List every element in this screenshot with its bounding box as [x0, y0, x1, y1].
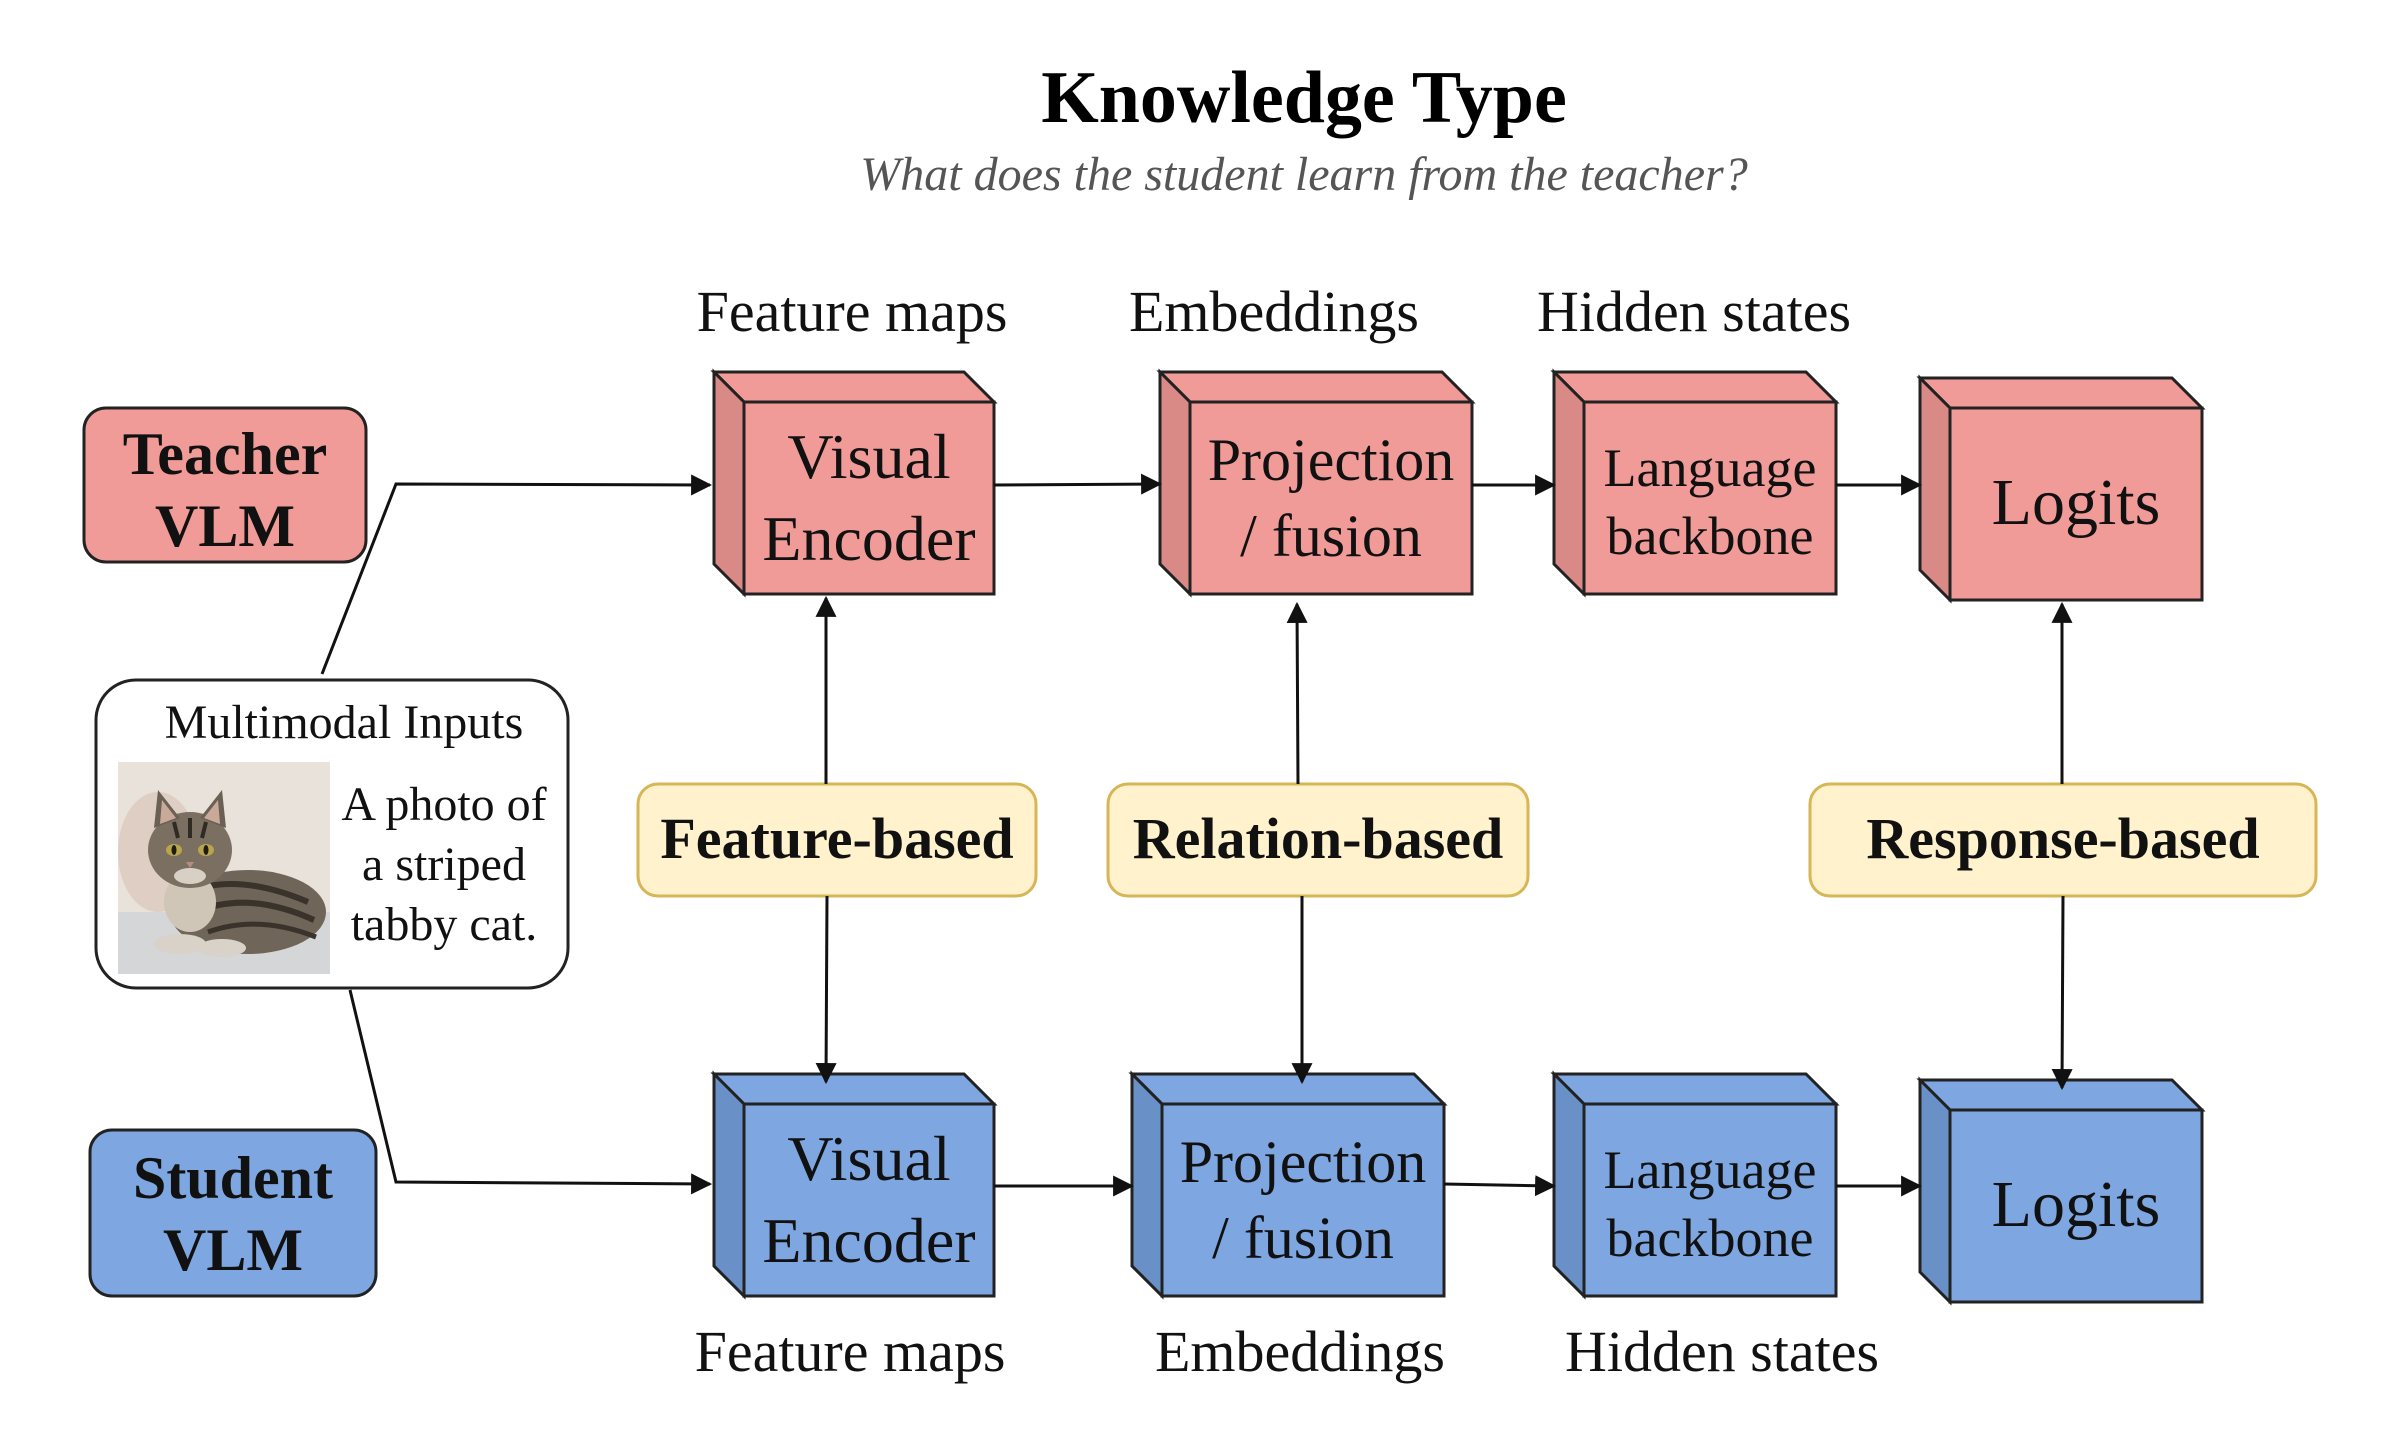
- relation-to-teacher-projection-arrow: [1286, 601, 1308, 785]
- student-encoder-line1: Visual: [787, 1123, 950, 1194]
- feature-based-badge: Feature-based: [636, 782, 1038, 898]
- teacher-label-line2: VLM: [155, 493, 295, 559]
- inputs-caption-line3: tabby cat.: [351, 898, 538, 951]
- diagram-subtitle: What does the student learn from the tea…: [860, 148, 1747, 201]
- student-logits-label: Logits: [1992, 1168, 2161, 1241]
- student-backbone-line2: backbone: [1607, 1208, 1814, 1268]
- student-vlm-label: Student VLM: [88, 1128, 378, 1298]
- teacher-logits-box: Logits: [1916, 374, 2206, 604]
- teacher-visual-encoder-box: Visual Encoder: [710, 368, 998, 598]
- student-visual-encoder-box: Visual Encoder: [710, 1070, 998, 1300]
- student-label-line2: VLM: [163, 1217, 303, 1283]
- student-backbone-line1: Language: [1604, 1140, 1817, 1200]
- teacher-backbone-line2: backbone: [1607, 506, 1814, 566]
- tabby-cat-photo: [118, 762, 330, 974]
- student-feature-maps-caption: Feature maps: [695, 1319, 1006, 1384]
- inputs-to-teacher-arrow: [320, 474, 713, 675]
- diagram-title: Knowledge Type: [1041, 57, 1567, 139]
- student-hidden-states-caption: Hidden states: [1565, 1319, 1879, 1384]
- relation-based-badge: Relation-based: [1106, 782, 1530, 898]
- student-projection-box: Projection / fusion: [1128, 1070, 1448, 1300]
- multimodal-inputs-box: Multimodal Inputs A photo of a striped t…: [94, 678, 570, 990]
- teacher-language-backbone-box: Language backbone: [1550, 368, 1840, 598]
- student-projection-to-backbone-arrow: [1443, 1175, 1557, 1197]
- student-projection-line1: Projection: [1180, 1129, 1427, 1195]
- teacher-projection-line2: / fusion: [1240, 503, 1422, 569]
- teacher-label-line1: Teacher: [123, 421, 327, 487]
- teacher-hidden-states-caption: Hidden states: [1537, 279, 1851, 344]
- teacher-backbone-line1: Language: [1604, 438, 1817, 498]
- relation-based-label: Relation-based: [1133, 806, 1504, 871]
- inputs-caption-line2: a striped: [362, 838, 526, 891]
- response-based-label: Response-based: [1866, 806, 2259, 871]
- teacher-feature-maps-caption: Feature maps: [697, 279, 1008, 344]
- student-logits-box: Logits: [1916, 1076, 2206, 1306]
- teacher-vlm-label: Teacher VLM: [82, 406, 368, 564]
- inputs-title: Multimodal Inputs: [165, 696, 524, 749]
- student-label-line1: Student: [133, 1145, 333, 1211]
- teacher-encoder-line1: Visual: [787, 421, 950, 492]
- student-embeddings-caption: Embeddings: [1155, 1319, 1445, 1384]
- teacher-encoder-line2: Encoder: [762, 503, 975, 574]
- feature-to-student-encoder-arrow: [815, 895, 837, 1085]
- inputs-caption-line1: A photo of: [341, 778, 546, 831]
- feature-based-label: Feature-based: [660, 806, 1013, 871]
- student-encoder-line2: Encoder: [762, 1205, 975, 1276]
- cat-photo-icon: [118, 762, 330, 974]
- teacher-projection-line1: Projection: [1208, 427, 1455, 493]
- student-language-backbone-box: Language backbone: [1550, 1070, 1840, 1300]
- teacher-projection-box: Projection / fusion: [1156, 368, 1476, 598]
- student-projection-line2: / fusion: [1212, 1205, 1394, 1271]
- response-to-student-logits-arrow: [2051, 895, 2073, 1091]
- teacher-encoder-to-projection-arrow: [993, 473, 1163, 495]
- teacher-embeddings-caption: Embeddings: [1129, 279, 1419, 344]
- inputs-to-student-arrow: [348, 989, 713, 1195]
- teacher-logits-label: Logits: [1992, 466, 2161, 539]
- response-based-badge: Response-based: [1808, 782, 2318, 898]
